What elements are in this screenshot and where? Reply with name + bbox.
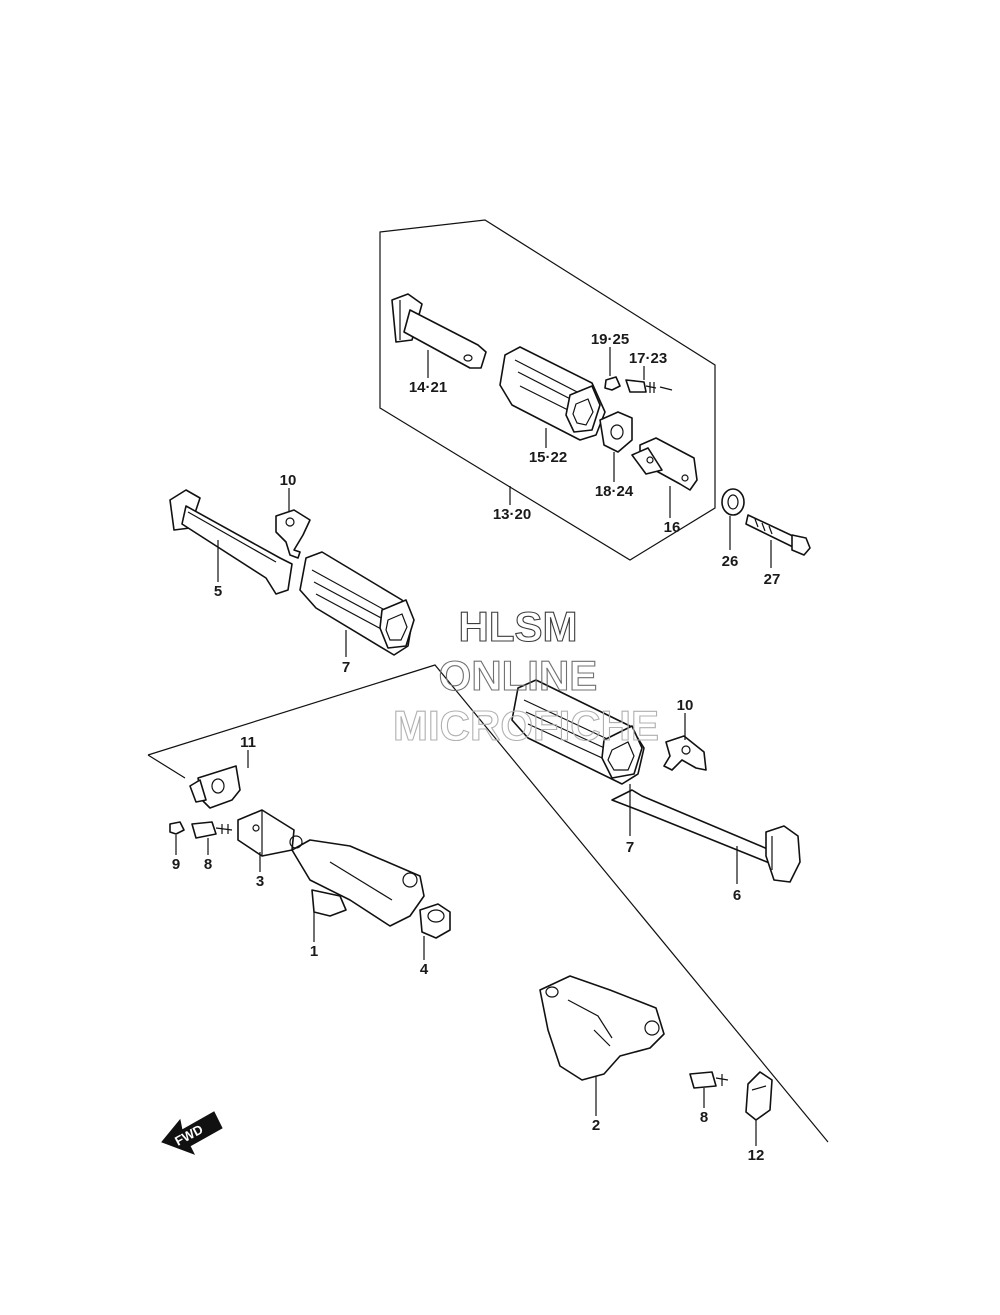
part-label-16: 16 [664,519,681,536]
bracket-16 [631,437,698,491]
part-label-2: 2 [592,1117,600,1134]
plate-11 [189,765,241,809]
nut-9 [169,821,185,835]
part-label-18-24: 18·24 [595,483,634,500]
watermark-line-2: ONLINE [439,652,598,699]
washer-plate-18-24 [599,411,633,453]
plate-12 [745,1071,773,1121]
part-label-9: 9 [172,856,180,873]
washer-26 [721,488,745,516]
footrest-bar-14-21 [391,293,487,369]
collar-4 [419,903,451,939]
footrest-bar-5 [169,489,293,595]
footrest-bracket-2 [539,975,665,1081]
clip-10-upper [275,509,311,559]
leader-lines [175,347,772,1146]
watermark: HLSM ONLINE MICROFICHE [392,602,659,749]
part-label-14-21: 14·21 [409,379,447,396]
watermark-line-3: MICROFICHE [393,702,659,749]
watermark-line-1: HLSM [459,603,578,650]
footrest-bar-6 [611,789,801,883]
part-label-7-upper: 7 [342,659,350,676]
part-label-8-upper: 8 [204,856,212,873]
group-boundary-lines [147,664,829,1143]
fwd-arrow-icon: FWD [161,1111,223,1155]
bolt-8-lower [689,1071,729,1089]
part-label-8-lower: 8 [700,1109,708,1126]
part-label-27: 27 [764,571,781,588]
part-label-3: 3 [256,873,264,890]
bolt-27 [745,514,811,556]
part-label-17-23: 17·23 [629,350,667,367]
part-label-6: 6 [733,887,741,904]
bolt-17-23 [625,379,673,393]
part-label-13-20: 13·20 [493,506,531,523]
footrest-rubber-7-upper [299,551,415,656]
part-label-7-lower: 7 [626,839,634,856]
part-label-26: 26 [722,553,739,570]
bracket-3 [237,809,295,857]
clip-10-lower [663,735,707,771]
part-label-4: 4 [420,961,429,978]
part-label-11: 11 [240,734,256,751]
part-label-10-lower: 10 [677,697,694,714]
part-label-5: 5 [214,583,222,600]
part-label-15-22: 15·22 [529,449,567,466]
kit-boundary [379,219,716,561]
part-label-1: 1 [310,943,318,960]
footrest-bracket-1 [289,835,425,927]
part-label-10-upper: 10 [280,472,297,489]
bolt-8-upper [191,821,233,839]
footrest-rubber-7-lower [511,679,645,785]
footrest-rubber-15-22 [499,346,606,441]
part-labels: 14·21 15·22 19·25 17·23 18·24 13·20 16 2… [172,331,781,1164]
part-label-12: 12 [748,1147,765,1164]
part-label-19-25: 19·25 [591,331,629,348]
nut-19-25 [604,376,621,391]
